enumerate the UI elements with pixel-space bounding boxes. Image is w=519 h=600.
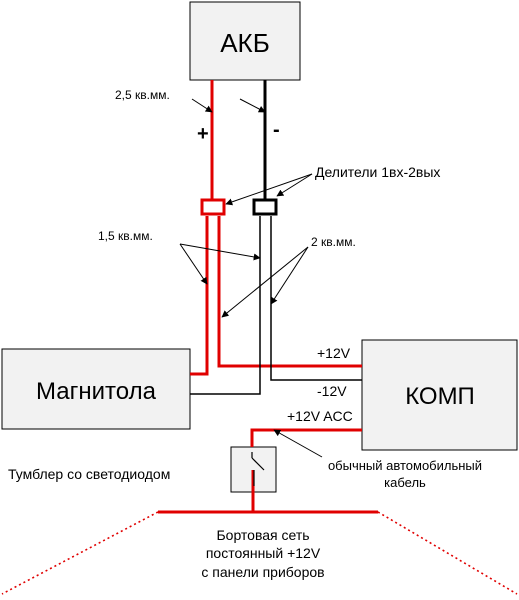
battery-box xyxy=(189,1,301,81)
toggle-switch-symbol xyxy=(251,452,265,486)
computer-label: КОМП xyxy=(405,383,475,410)
radio-minus-wire xyxy=(190,216,261,395)
wire-2-5-label: 2,5 кв.мм. xyxy=(115,88,170,102)
dashboard-dotted-lines xyxy=(1,511,518,595)
onboard-line2: постоянный +12V xyxy=(206,545,321,561)
battery-label: АКБ xyxy=(220,28,270,58)
comp-plus-wire xyxy=(217,216,362,368)
plus12v-label: +12V xyxy=(317,345,351,361)
wire-1-5-label: 1,5 кв.мм. xyxy=(98,229,153,243)
radio-box xyxy=(1,348,191,430)
ordinary-cable-line1: обычный автомобильный xyxy=(328,458,482,473)
onboard-line1: Бортовая сеть xyxy=(216,527,309,543)
splitters-label: Делители 1вх-2вых xyxy=(315,164,440,180)
positive-wires xyxy=(158,80,378,514)
negative-wires xyxy=(190,80,362,395)
acc-wire-top xyxy=(250,428,362,447)
minus12v-label: -12V xyxy=(317,383,347,399)
plus-splitter xyxy=(200,198,226,216)
plus12v-acc-label: +12V ACC xyxy=(287,408,353,424)
wire-2-label: 2 кв.мм. xyxy=(311,235,356,249)
comp-minus-wire xyxy=(270,216,362,381)
computer-box xyxy=(361,339,518,451)
ordinary-cable-line2: кабель xyxy=(384,475,426,490)
pointer-arrows xyxy=(179,98,323,458)
minus-splitter xyxy=(252,198,278,216)
plus-sign: + xyxy=(197,123,209,145)
radio-plus-wire xyxy=(190,216,209,376)
radio-label: Магнитола xyxy=(36,378,157,405)
onboard-line3: с панели приборов xyxy=(201,564,324,580)
minus-sign: - xyxy=(273,119,280,141)
toggle-label: Тумблер со светодиодом xyxy=(8,466,170,482)
